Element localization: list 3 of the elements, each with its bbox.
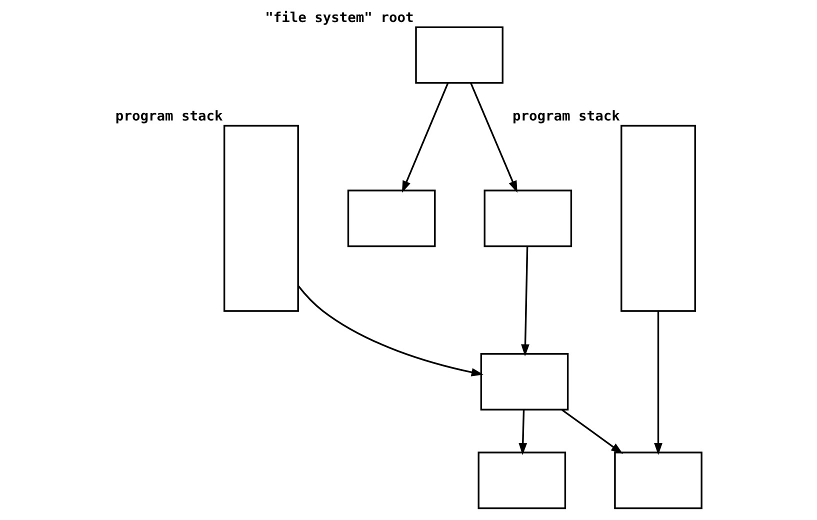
node-label: "file system" root xyxy=(265,10,414,26)
node-label: program stack xyxy=(512,108,620,124)
node-label: program stack xyxy=(115,108,223,124)
